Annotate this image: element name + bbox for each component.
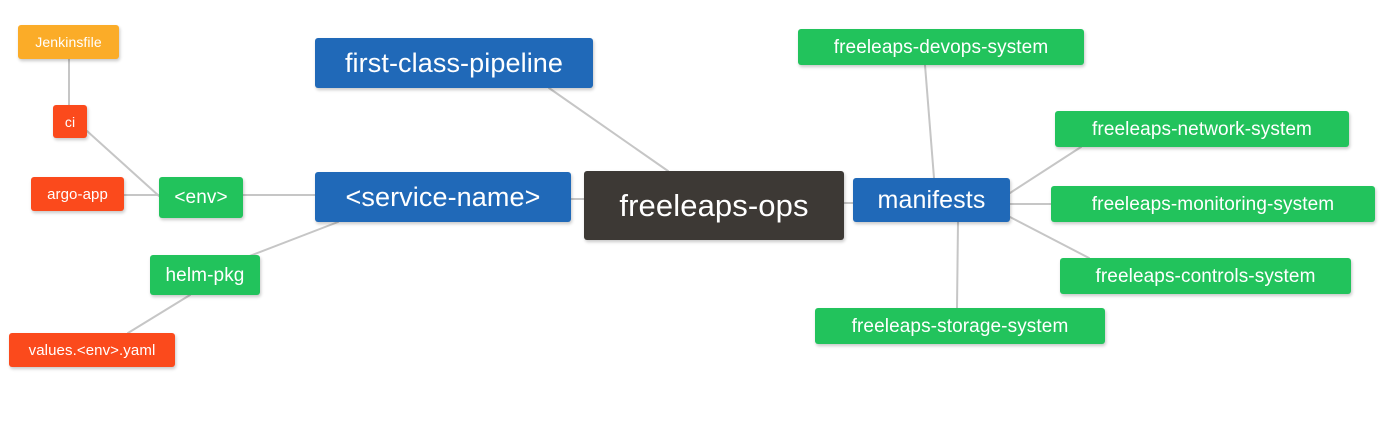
node-label-values-yaml: values.<env>.yaml <box>28 341 156 359</box>
node-first-class-pipeline[interactable]: first-class-pipeline <box>315 38 593 88</box>
node-label-jenkinsfile: Jenkinsfile <box>35 34 102 50</box>
node-label-freeleaps-controls-system: freeleaps-controls-system <box>1095 265 1316 287</box>
node-label-freeleaps-monitoring-system: freeleaps-monitoring-system <box>1091 193 1335 215</box>
node-label-manifests: manifests <box>877 185 986 214</box>
node-label-service-name: <service-name> <box>345 181 541 212</box>
node-helm-pkg[interactable]: helm-pkg <box>150 255 260 295</box>
node-env[interactable]: <env> <box>159 177 243 218</box>
node-label-helm-pkg: helm-pkg <box>165 264 245 286</box>
node-label-freeleaps-devops-system: freeleaps-devops-system <box>833 36 1049 58</box>
node-manifests[interactable]: manifests <box>853 178 1010 222</box>
node-label-freeleaps-network-system: freeleaps-network-system <box>1092 118 1312 140</box>
node-freeleaps-storage-system[interactable]: freeleaps-storage-system <box>815 308 1105 344</box>
edge-values-yaml-to-helm-pkg <box>127 294 191 334</box>
edge-manifests-to-freeleaps-storage-system <box>956 221 959 309</box>
edge-first-class-pipeline-to-freeleaps-ops <box>548 87 669 172</box>
node-service-name[interactable]: <service-name> <box>315 172 571 222</box>
node-label-env: <env> <box>174 187 228 208</box>
node-freeleaps-monitoring-system[interactable]: freeleaps-monitoring-system <box>1051 186 1375 222</box>
node-argo-app[interactable]: argo-app <box>31 177 124 211</box>
node-label-argo-app: argo-app <box>47 185 108 203</box>
node-freeleaps-ops[interactable]: freeleaps-ops <box>584 171 844 240</box>
node-label-freeleaps-storage-system: freeleaps-storage-system <box>851 315 1069 337</box>
node-label-ci: ci <box>64 113 76 130</box>
edge-helm-pkg-to-service-name <box>246 221 339 258</box>
node-freeleaps-devops-system[interactable]: freeleaps-devops-system <box>798 29 1084 65</box>
node-ci[interactable]: ci <box>53 105 87 138</box>
edge-manifests-to-freeleaps-controls-system <box>1009 216 1090 259</box>
node-label-freeleaps-ops: freeleaps-ops <box>619 188 809 223</box>
edge-manifests-to-freeleaps-devops-system <box>924 64 935 179</box>
node-jenkinsfile[interactable]: Jenkinsfile <box>18 25 119 59</box>
node-label-first-class-pipeline: first-class-pipeline <box>344 47 564 78</box>
node-freeleaps-controls-system[interactable]: freeleaps-controls-system <box>1060 258 1351 294</box>
node-freeleaps-network-system[interactable]: freeleaps-network-system <box>1055 111 1349 147</box>
node-values-yaml[interactable]: values.<env>.yaml <box>9 333 175 367</box>
